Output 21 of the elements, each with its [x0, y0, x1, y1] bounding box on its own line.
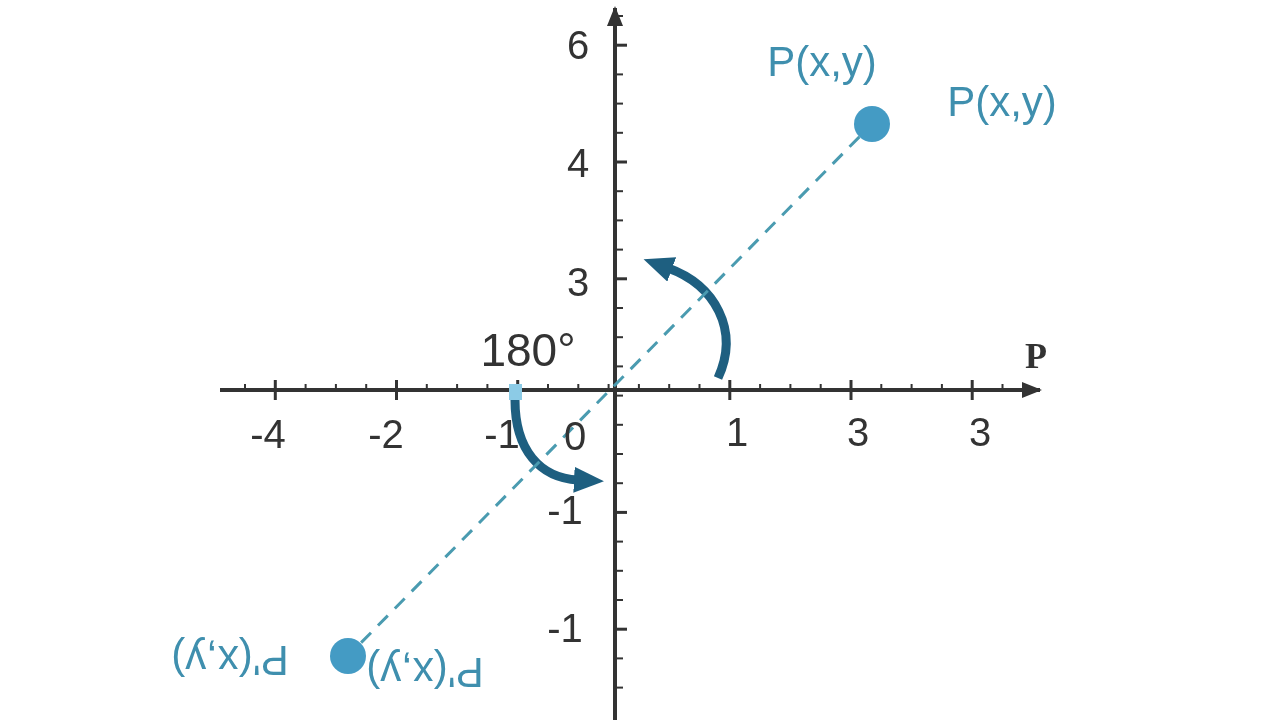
point-label: P'(x,y) — [171, 639, 289, 681]
point-dot — [854, 106, 890, 142]
tick-label: 1 — [725, 412, 749, 452]
tick-label: -1 — [547, 490, 583, 530]
tick-label: -2 — [368, 414, 404, 454]
tick-label: 4 — [566, 143, 590, 183]
tick-label: 6 — [566, 25, 590, 65]
tick-label: 3 — [566, 262, 590, 302]
point-label: P'(x,y) — [366, 651, 484, 693]
tick-label: -4 — [250, 414, 286, 454]
point-label: P(x,y) — [947, 81, 1057, 123]
tick-label: 3 — [968, 412, 992, 452]
dashed-line — [359, 135, 861, 645]
tick-label: 0 — [563, 416, 587, 456]
point-label: P(x,y) — [767, 41, 877, 83]
tick-label: -1 — [484, 414, 520, 454]
tick-label: -1 — [547, 608, 583, 648]
tick-label: 3 — [846, 412, 870, 452]
angle-label: 180° — [480, 327, 576, 373]
point-dot — [330, 638, 366, 674]
axis-label: P — [1025, 338, 1047, 374]
